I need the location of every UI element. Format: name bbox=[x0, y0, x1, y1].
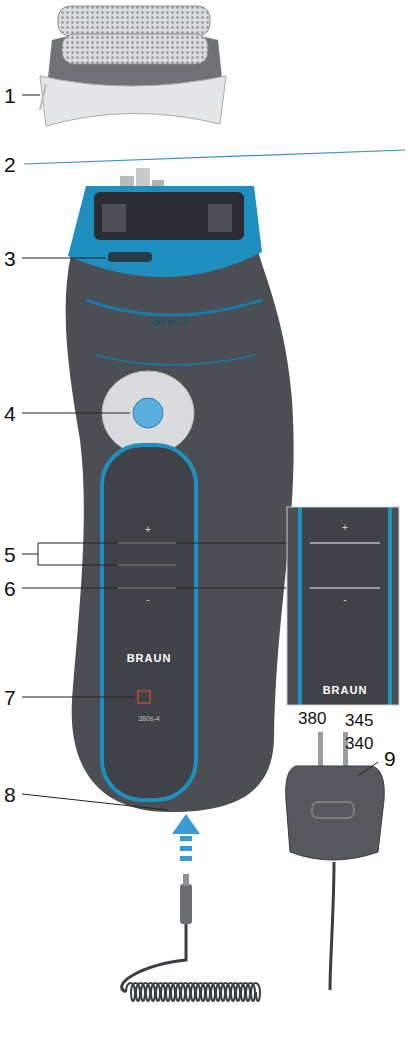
shaver-body bbox=[66, 168, 294, 812]
callout-number: 1 bbox=[4, 85, 16, 106]
model-code: 380s-4 bbox=[138, 715, 159, 722]
callout-number: 4 bbox=[4, 403, 16, 424]
callout-number: 9 bbox=[384, 748, 396, 769]
leader-line bbox=[22, 95, 40, 96]
inset-panel bbox=[287, 507, 399, 705]
leader-line bbox=[358, 762, 378, 776]
minus-sign: - bbox=[343, 595, 346, 605]
leader-line bbox=[24, 150, 405, 164]
minus-sign: - bbox=[146, 595, 149, 605]
leader-lines bbox=[22, 258, 300, 810]
plus-sign: + bbox=[145, 525, 151, 535]
callout-number: 7 bbox=[4, 687, 16, 708]
model-number: 345 bbox=[345, 712, 373, 729]
insert-arrow bbox=[172, 814, 200, 861]
callout-number: 2 bbox=[4, 154, 16, 175]
charger bbox=[122, 732, 385, 1001]
series-name: Series 3 bbox=[152, 317, 189, 327]
callout-number: 6 bbox=[4, 578, 16, 599]
inset-frame bbox=[287, 507, 399, 705]
callout-number: 5 bbox=[4, 544, 16, 565]
foil-head bbox=[40, 6, 226, 126]
callout-number: 8 bbox=[4, 784, 16, 805]
model-number: 380 bbox=[298, 710, 326, 727]
brand-logo: BRAUN bbox=[127, 653, 172, 664]
plus-sign: + bbox=[342, 523, 348, 533]
model-number: 340 bbox=[345, 735, 373, 752]
brand-logo: BRAUN bbox=[323, 685, 368, 696]
callout-number: 3 bbox=[4, 248, 16, 269]
